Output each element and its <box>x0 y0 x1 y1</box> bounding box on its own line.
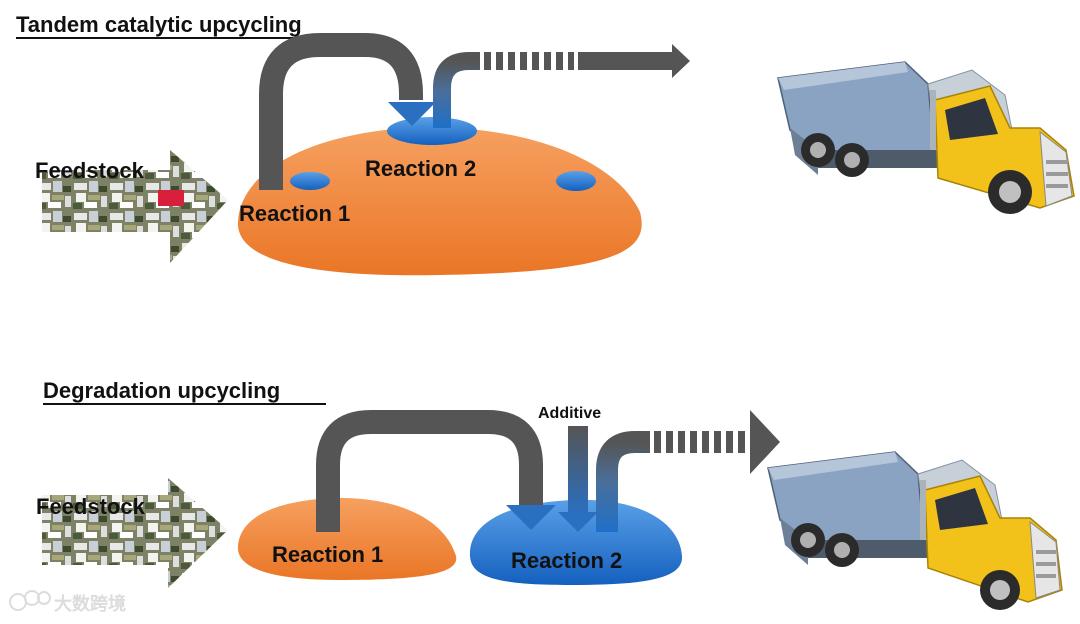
panel-title: Tandem catalytic upcycling <box>16 12 302 37</box>
product-arrowhead <box>578 44 690 78</box>
product-dashes <box>484 52 574 70</box>
catalyst-support-blob <box>237 127 642 276</box>
reaction-1-label: Reaction 1 <box>272 542 383 567</box>
intermediate-transfer-arrow <box>316 410 543 532</box>
feedstock-label: Feedstock <box>35 158 145 183</box>
reaction-1-blob <box>237 497 457 580</box>
watermark-text: 大数跨境 <box>54 593 126 615</box>
panel-tandem: Tandem catalytic upcycling Feedstock <box>16 12 1075 276</box>
transfer-arrowhead <box>388 102 436 126</box>
dump-truck-icon <box>777 61 1075 214</box>
additive-arrowhead <box>558 512 598 532</box>
reaction-2-label: Reaction 2 <box>365 156 476 181</box>
reaction-1-label: Reaction 1 <box>239 201 350 226</box>
transfer-arrowhead <box>506 505 556 530</box>
watermark: 大数跨境 <box>9 590 126 615</box>
active-site-3 <box>556 171 596 191</box>
feedstock-label: Feedstock <box>36 494 146 519</box>
product-output-arrow <box>433 52 480 128</box>
product-output-arrow <box>596 431 650 532</box>
intermediate-transfer-arrow <box>259 33 423 190</box>
additive-arrow-shaft <box>568 426 588 514</box>
product-arrowhead <box>750 410 780 474</box>
reaction-2-label: Reaction 2 <box>511 548 622 573</box>
product-dashes <box>654 431 745 453</box>
panel-degradation: Degradation upcycling Feedstock Additive <box>36 378 1063 610</box>
feedstock-plastic-waste-arrow <box>42 150 228 263</box>
dump-truck-icon <box>767 451 1063 610</box>
waste-red-item <box>158 190 184 206</box>
feedstock-plastic-waste-arrow <box>42 478 228 588</box>
active-site-1 <box>290 172 330 190</box>
additive-label: Additive <box>538 405 601 422</box>
active-site-2 <box>387 117 477 145</box>
watermark-logo-icon <box>9 590 51 611</box>
panel-title: Degradation upcycling <box>43 378 280 403</box>
